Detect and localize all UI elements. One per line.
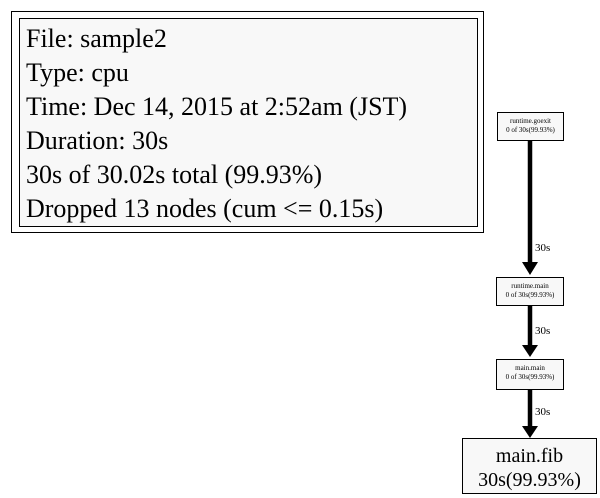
legend-file: File: sample2 — [26, 24, 167, 53]
legend-dropped: Dropped 13 nodes (cum <= 0.15s) — [26, 194, 384, 223]
node-main-main-name: main.main — [515, 364, 545, 372]
edge-label-2: 30s — [535, 325, 550, 337]
legend-duration: Duration: 30s — [26, 126, 169, 155]
node-main-fib-name: main.fib — [495, 445, 564, 467]
legend-text: File: sample2 Type: cpu Time: Dec 14, 20… — [26, 22, 407, 226]
node-runtime-main[interactable]: runtime.main 0 of 30s(99.93%) — [496, 277, 564, 306]
node-main-main-stats: 0 of 30s(99.93%) — [505, 373, 555, 381]
node-main-fib-stats: 30s(99.93%) — [478, 469, 581, 491]
node-runtime-goexit-name: runtime.goexit — [509, 117, 552, 125]
edge-label-3: 30s — [535, 406, 550, 418]
edge-arrowhead-1 — [522, 262, 538, 275]
node-main-fib[interactable]: main.fib 30s(99.93%) — [462, 438, 597, 494]
edge-arrowhead-2 — [522, 345, 538, 357]
node-main-main[interactable]: main.main 0 of 30s(99.93%) — [496, 359, 564, 390]
legend-type: Type: cpu — [26, 58, 129, 87]
legend-total: 30s of 30.02s total (99.93%) — [26, 160, 323, 189]
legend-time: Time: Dec 14, 2015 at 2:52am (JST) — [26, 92, 408, 121]
node-runtime-main-name: runtime.main — [511, 282, 549, 290]
edge-arrowhead-3 — [522, 426, 538, 438]
legend-box — [19, 18, 478, 227]
node-runtime-main-stats: 0 of 30s(99.93%) — [505, 291, 555, 299]
node-runtime-goexit-stats: 0 of 30s(99.93%) — [506, 126, 555, 134]
node-runtime-goexit[interactable]: runtime.goexit 0 of 30s(99.93%) — [497, 112, 564, 141]
edge-label-1: 30s — [535, 242, 550, 254]
